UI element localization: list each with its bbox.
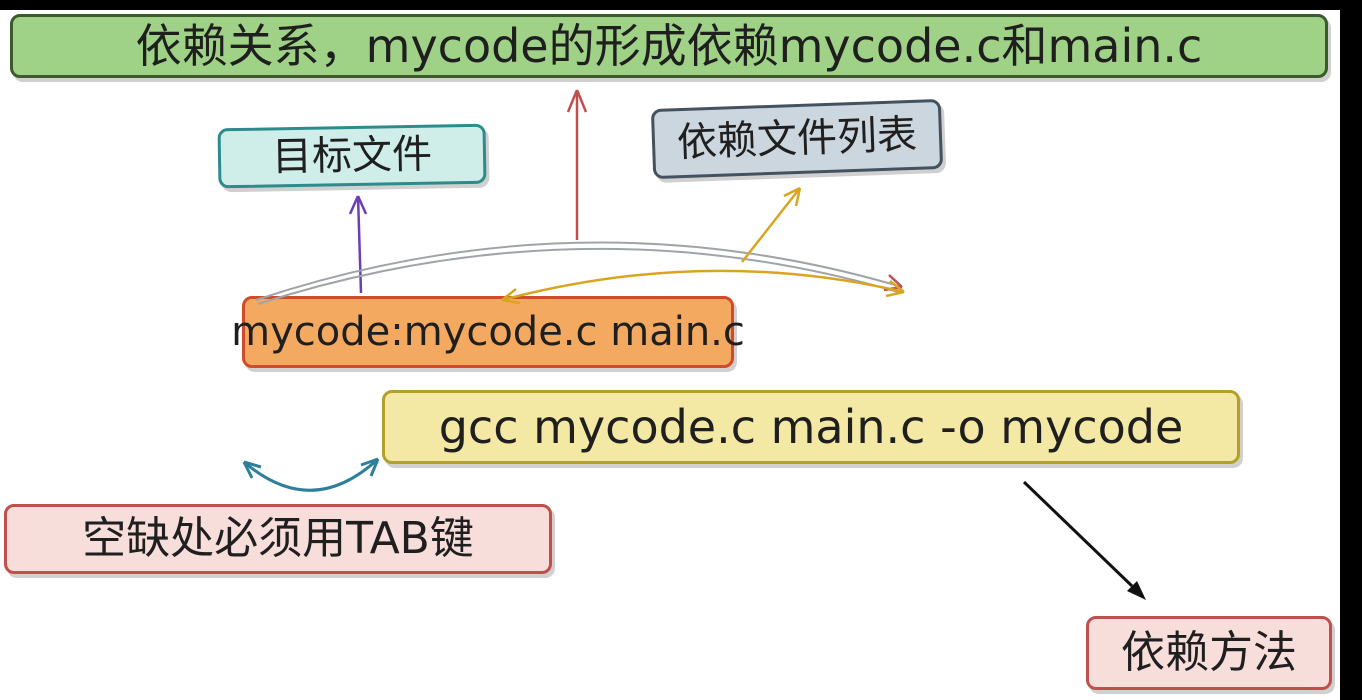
make-rule-label: mycode:mycode.c main.c	[231, 309, 745, 355]
deplist-arrows	[501, 186, 905, 305]
rule-span-arc	[255, 241, 903, 305]
gcc-command-box: gcc mycode.c main.c -o mycode	[382, 390, 1240, 464]
frame-top-bar	[0, 0, 1362, 10]
title-banner-label: 依赖关系，mycode的形成依赖mycode.c和main.c	[135, 19, 1203, 73]
gcc-command-label: gcc mycode.c main.c -o mycode	[438, 400, 1184, 454]
command-to-method-arrow	[1022, 480, 1134, 588]
target-file-label: 目标文件	[271, 131, 433, 181]
rule-to-target-arrow	[348, 195, 368, 294]
dependency-list-label: 依赖文件列表	[676, 111, 918, 167]
tab-note-label: 空缺处必须用TAB键	[82, 513, 474, 564]
tab-gap-arrow	[242, 457, 380, 492]
title-banner: 依赖关系，mycode的形成依赖mycode.c和main.c	[10, 14, 1328, 78]
dependency-method-box: 依赖方法	[1086, 616, 1332, 690]
make-rule-box: mycode:mycode.c main.c	[231, 296, 745, 368]
frame-right-bar	[1340, 0, 1362, 700]
dependency-list-box: 依赖文件列表	[650, 98, 944, 180]
tab-note-box: 空缺处必须用TAB键	[4, 504, 552, 574]
command-to-method-arrowhead	[1127, 581, 1146, 600]
dependency-method-label: 依赖方法	[1121, 627, 1297, 678]
rule-span-arc-head	[883, 274, 903, 292]
target-file-box: 目标文件	[217, 123, 487, 189]
rule-to-banner-arrow	[566, 89, 588, 240]
